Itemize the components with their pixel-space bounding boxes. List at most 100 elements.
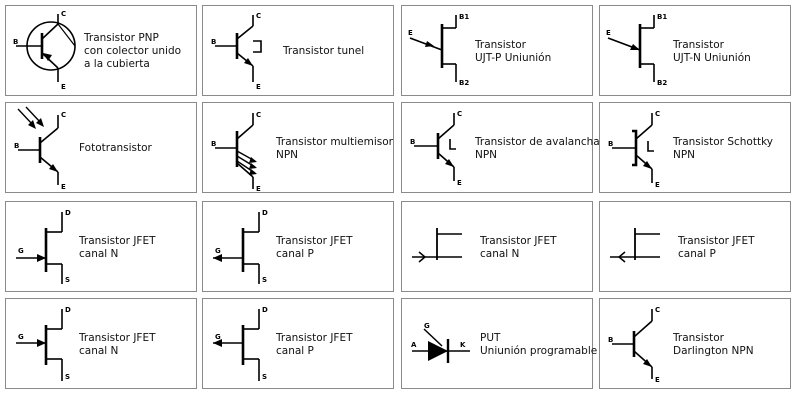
pin-label: C <box>61 111 66 119</box>
jfet-n-simple-symbol <box>402 202 482 293</box>
pnp-case-icon: B C E <box>13 10 76 91</box>
pin-label: G <box>215 247 221 255</box>
pin-label: B <box>14 142 19 150</box>
phototransistor-symbol: B C E <box>6 103 86 194</box>
cell-pnp-case: B C E Transistor PNP con colector unido … <box>5 5 197 96</box>
jfet-n-simple-icon <box>412 228 462 263</box>
cell-jfet-n-2: Transistor JFET canal N <box>401 201 593 292</box>
jfet-p-symbol: G D S <box>203 202 283 293</box>
cell-ujt-p: E B1 B2 Transistor UJT-P Uniunión <box>401 5 593 96</box>
pin-label: S <box>65 276 70 284</box>
pin-label: B2 <box>459 79 469 87</box>
cell-phototransistor: B C E Fototransistor <box>5 102 197 193</box>
pin-label: S <box>65 373 70 381</box>
ujt-p-icon: E B1 B2 <box>408 13 469 87</box>
pin-label: E <box>61 183 66 191</box>
ujt-n-icon: E B1 B2 <box>606 13 667 87</box>
cell-jfet-n-1: G D S Transistor JFET canal N <box>5 201 197 292</box>
jfet-p-icon: G D S <box>213 209 268 284</box>
schottky-symbol: B C E <box>600 103 680 194</box>
pin-label: G <box>215 333 221 341</box>
cell-label: Transistor JFET canal P <box>276 331 353 357</box>
pin-label: B <box>608 140 613 148</box>
pin-label: C <box>256 12 261 20</box>
cell-jfet-p-3: G D S Transistor JFET canal P <box>202 298 394 389</box>
pin-label: S <box>262 276 267 284</box>
pin-label: E <box>61 83 66 91</box>
jfet-n-symbol: G D S <box>6 202 86 293</box>
cell-label: Transistor JFET canal N <box>480 234 557 260</box>
phototransistor-icon: B C E <box>14 106 66 191</box>
cell-label: PUT Uniunión programable <box>480 331 598 357</box>
pnp-case-symbol: B C E <box>6 6 86 97</box>
cell-label: Fototransistor <box>79 142 152 154</box>
jfet-n-icon: G D S <box>16 306 71 381</box>
avalanche-icon: B C E <box>410 110 462 187</box>
jfet-n-icon: G D S <box>16 209 71 284</box>
cell-avalanche: B C E Transistor de avalancha NPN <box>401 102 600 194</box>
multiemitter-icon: B C E <box>211 111 261 193</box>
multiemitter-symbol: B C E <box>203 103 283 194</box>
tunnel-symbol: B C E <box>203 6 283 97</box>
cell-darlington: B C E Transistor Darlington NPN <box>599 298 791 389</box>
pin-label: B <box>211 38 216 46</box>
cell-label: Transistor Schottky NPN <box>673 135 774 161</box>
pin-label: G <box>424 322 430 330</box>
pin-label: E <box>655 181 660 189</box>
pin-label: S <box>262 373 267 381</box>
cell-multiemitter: B C E Transistor multiemisor NPN <box>202 102 394 193</box>
put-symbol: G A K <box>402 299 482 390</box>
pin-label: C <box>256 111 261 119</box>
cell-jfet-p-1: G D S Transistor JFET canal P <box>202 201 394 292</box>
pin-label: B1 <box>459 13 469 21</box>
pin-label: D <box>65 306 71 314</box>
put-icon: G A K <box>411 322 470 363</box>
pin-label: B <box>13 38 18 46</box>
cell-ujt-n: E B1 B2 Transistor UJT-N Uniunión <box>599 5 791 96</box>
tunnel-transistor-icon: B C E <box>211 12 262 91</box>
pin-label: G <box>18 333 24 341</box>
pin-label: D <box>262 209 268 217</box>
pin-label: E <box>606 29 611 37</box>
cell-label: Transistor de avalancha NPN <box>475 135 600 161</box>
pin-label: C <box>655 306 660 314</box>
jfet-p-simple-icon <box>610 228 660 263</box>
pin-label: B <box>608 336 613 344</box>
cell-schottky: B C E Transistor Schottky NPN <box>599 102 791 193</box>
pin-label: K <box>460 341 466 349</box>
jfet-p-simple-symbol <box>600 202 680 293</box>
ujt-n-symbol: E B1 B2 <box>600 6 680 97</box>
cell-label: Transistor PNP con colector unido a la c… <box>84 32 182 70</box>
pin-label: B <box>211 140 216 148</box>
pin-label: E <box>655 376 660 384</box>
darlington-icon: B C E <box>608 306 660 384</box>
cell-label: Transistor Darlington NPN <box>673 331 754 357</box>
pin-label: G <box>18 247 24 255</box>
pin-label: C <box>457 110 462 118</box>
cell-label: Transistor JFET canal P <box>678 234 755 260</box>
pin-label: A <box>411 341 417 349</box>
schottky-icon: B C E <box>608 110 660 189</box>
pin-label: D <box>262 306 268 314</box>
jfet-p-symbol-2: G D S <box>203 299 283 390</box>
avalanche-symbol: B C E <box>402 103 482 194</box>
pin-label: E <box>256 83 261 91</box>
pin-label: D <box>65 209 71 217</box>
cell-label: Transistor JFET canal N <box>79 234 156 260</box>
pin-label: B2 <box>657 79 667 87</box>
pin-label: B1 <box>657 13 667 21</box>
pin-label: E <box>408 29 413 37</box>
pin-label: E <box>457 179 462 187</box>
pin-label: C <box>61 10 66 18</box>
cell-label: Transistor multiemisor NPN <box>276 135 393 161</box>
cell-label: Transistor tunel <box>283 45 365 57</box>
cell-label: Transistor JFET canal P <box>276 234 353 260</box>
cell-label: Transistor UJT-N Uniunión <box>673 38 751 64</box>
pin-label: E <box>256 185 261 193</box>
cell-label: Transistor UJT-P Uniunión <box>475 38 552 64</box>
cell-jfet-n-3: G D S Transistor JFET canal N <box>5 298 197 389</box>
ujt-p-symbol: E B1 B2 <box>402 6 482 97</box>
pin-label: C <box>655 110 660 118</box>
cell-tunnel: B C E Transistor tunel <box>202 5 394 96</box>
